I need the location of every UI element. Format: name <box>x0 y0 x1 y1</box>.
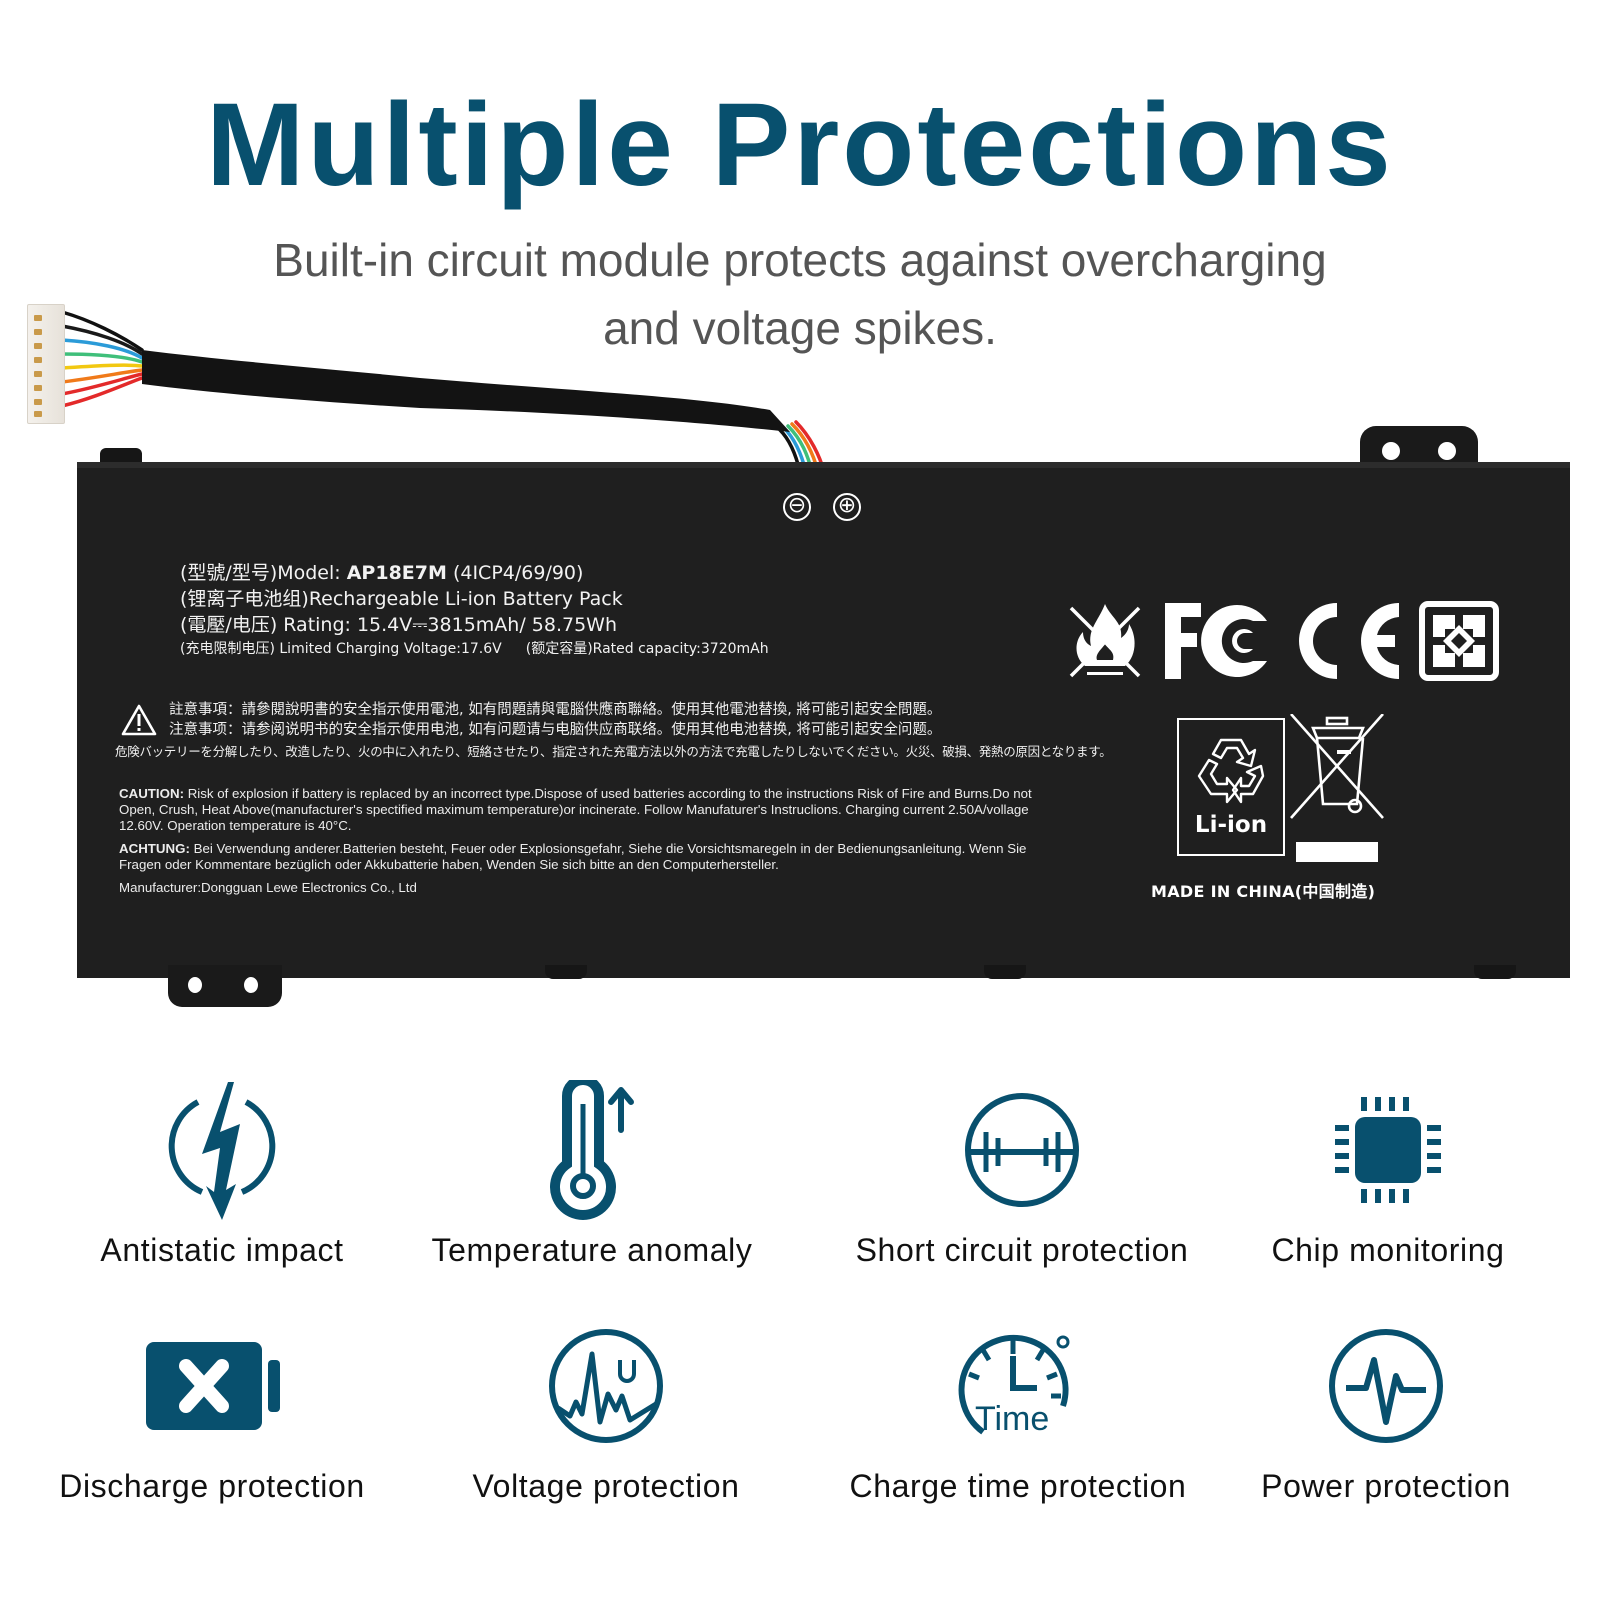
battery-foot <box>1474 965 1516 979</box>
chip-icon <box>1335 1097 1441 1203</box>
charging-line: (充电限制电压) Limited Charging Voltage:17.6V (… <box>180 638 769 660</box>
feature-temperature: Temperature anomaly <box>392 1080 792 1269</box>
safety-notice: 註意事項：請參閱說明書的安全指示使用電池, 如有問題請與電腦供應商聯絡。使用其他… <box>115 700 1112 764</box>
battery-foot <box>984 965 1026 979</box>
feature-antistatic: Antistatic impact <box>22 1080 422 1269</box>
feature-label: Discharge protection <box>59 1468 365 1504</box>
taiwan-recycle-icon <box>1419 601 1499 681</box>
terminal-markings: ⊖ ⊕ <box>783 493 861 521</box>
caution-paragraph: CAUTION: Risk of explosion if battery is… <box>119 786 1032 833</box>
feature-label: Chip monitoring <box>1271 1232 1505 1268</box>
mounting-bracket-bottom <box>168 965 282 1007</box>
feature-label: Short circuit protection <box>855 1232 1189 1268</box>
feature-label: Voltage protection <box>472 1468 740 1504</box>
model-number: AP18E7M <box>346 562 447 584</box>
ce-mark-icon <box>1299 603 1399 679</box>
cable-connector <box>27 304 65 424</box>
voltage-wave-icon <box>549 1329 663 1443</box>
battery-foot <box>545 965 587 979</box>
feature-voltage: Voltage protection <box>406 1316 806 1505</box>
battery-x-icon <box>146 1342 280 1430</box>
positive-terminal-icon: ⊕ <box>833 493 861 521</box>
feature-power: Power protection <box>1186 1316 1586 1505</box>
caution-text: CAUTION: Risk of explosion if battery is… <box>119 786 1059 903</box>
rated-capacity: (额定容量)Rated capacity:3720mAh <box>525 641 769 657</box>
weee-bar <box>1296 842 1378 862</box>
feature-discharge: Discharge protection <box>12 1316 412 1505</box>
battery-body: ⊖ ⊕ (型號/型号)Model: AP18E7M (4ICP4/69/90) … <box>77 462 1570 978</box>
battery-cable <box>60 310 826 474</box>
feature-chip: Chip monitoring <box>1188 1080 1588 1269</box>
no-fire-icon <box>1069 604 1141 678</box>
feature-label: Temperature anomaly <box>431 1232 753 1268</box>
model-line: (型號/型号)Model: AP18E7M (4ICP4/69/90) <box>180 562 584 584</box>
made-in-china: MADE IN CHINA(中国制造) <box>1151 882 1376 901</box>
li-ion-text: Li-ion <box>1194 812 1268 838</box>
page-title: Multiple Protections <box>206 79 1394 211</box>
certification-marks <box>1065 600 1499 682</box>
subtitle-line-2: and voltage spikes. <box>603 302 997 354</box>
battery-image: ⊖ ⊕ (型號/型号)Model: AP18E7M (4ICP4/69/90) … <box>0 290 1600 1030</box>
li-ion-recycle-badge: Li-ion <box>1177 718 1285 856</box>
recycle-icon <box>1197 738 1265 804</box>
achtung-paragraph: ACHTUNG: Bei Verwendung anderer.Batterie… <box>119 841 1027 872</box>
negative-terminal-icon: ⊖ <box>783 493 811 521</box>
fcc-logo-icon <box>1165 603 1267 679</box>
weee-bin-icon <box>1290 714 1384 819</box>
thermometer-up-icon <box>550 1080 634 1220</box>
feature-label: Charge time protection <box>849 1468 1187 1504</box>
antistatic-icon <box>168 1082 276 1220</box>
short-circuit-icon <box>965 1093 1079 1207</box>
timer-icon: Time <box>958 1334 1070 1438</box>
notice-zh-tw: 註意事項：請參閱說明書的安全指示使用電池, 如有問題請與電腦供應商聯絡。使用其他… <box>169 702 942 718</box>
page-subtitle: Built-in circuit module protects against… <box>0 226 1600 362</box>
pack-line: (锂离子电池组)Rechargeable Li-ion Battery Pack <box>180 588 623 610</box>
warning-triangle-icon <box>121 704 157 736</box>
pulse-icon <box>1329 1329 1443 1443</box>
notice-ja: 危険バッテリーを分解したり、改造したり、火の中に入れたり、短絡させたり、指定され… <box>115 744 1112 759</box>
subtitle-line-1: Built-in circuit module protects against… <box>273 234 1327 286</box>
feature-label: Power protection <box>1261 1468 1511 1504</box>
manufacturer-line: Manufacturer:Dongguan Lewe Electronics C… <box>119 880 417 895</box>
limited-voltage: (充电限制电压) Limited Charging Voltage:17.6V <box>180 641 502 657</box>
feature-charge-time: Time Charge time protection <box>818 1316 1218 1505</box>
spec-label: (型號/型号)Model: AP18E7M (4ICP4/69/90) (锂离子… <box>180 560 769 660</box>
rating-line: (電壓/电压) Rating: 15.4V⎓3815mAh/ 58.75Wh <box>180 614 617 636</box>
feature-short-circuit: Short circuit protection <box>822 1080 1222 1269</box>
notice-zh-cn: 注意事项：请参阅说明书的安全指示使用电池, 如有问题请与电脑供应商联络。使用其他… <box>169 722 942 738</box>
svg-text:Time: Time <box>975 1400 1049 1438</box>
feature-label: Antistatic impact <box>100 1232 344 1268</box>
